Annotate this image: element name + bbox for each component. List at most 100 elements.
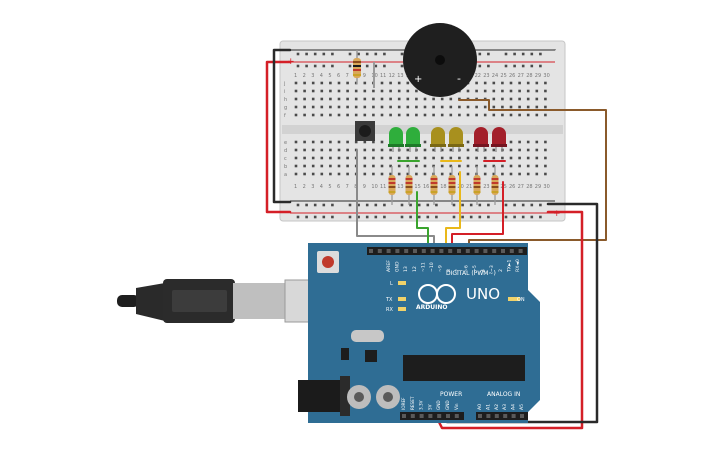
wire-black-left-rail [272,48,292,204]
bb-column-number: 23 [483,73,489,79]
bb-row-letter: e [284,140,287,146]
bb-column-number: 29 [535,184,541,190]
led-group [388,127,507,152]
bb-column-number: 13 [397,73,403,79]
on-led-label: ON [517,297,525,303]
bb-column-number: 15 [414,184,420,190]
bb-column-number: 30 [543,184,549,190]
digital-pin-label: ~6 [463,265,469,272]
power-pin-label: 3.3V [419,400,424,410]
bb-column-number: 5 [328,184,331,190]
rx-led-label: RX [386,307,393,313]
digital-pin-label: 8 [446,269,452,272]
analog-pin-label: A4 [511,404,517,410]
bb-column-number: 4 [320,73,323,79]
digital-pin-label: ~3 [489,265,495,272]
bb-column-number: 23 [483,184,489,190]
digital-pin-label: 13 [403,266,409,272]
bb-column-number: 28 [526,184,532,190]
power-label: POWER [440,391,462,398]
digital-pin-label: ~10 [429,262,435,272]
digital-pin-label: ~11 [420,262,426,272]
bb-column-number: 9 [363,73,366,79]
wire-yellow-led [445,171,461,249]
bb-column-number: 6 [337,73,340,79]
analog-label: ANALOG IN [487,391,520,398]
led-green [388,127,404,152]
digital-pin-label: TX►1 [506,260,512,273]
bb-column-number: 10 [371,184,377,190]
resistor [405,166,413,205]
analog-pin-label: A5 [519,404,525,410]
bb-row-letter: c [284,156,287,162]
bb-column-number: 2 [303,184,306,190]
digital-pin-label: GND [395,261,401,272]
buzzer-plus-label: + [414,74,422,85]
digital-pin-label: ~5 [472,265,478,272]
bb-column-number: 26 [509,73,515,79]
bb-column-number: 1 [294,184,297,190]
bb-row-letter: g [284,105,287,111]
bb-column-number: 25 [500,73,506,79]
digital-pin-label: 4 [481,269,487,272]
wire-green-led [416,191,429,249]
digital-pin-label: 7 [455,269,461,272]
analog-pin-label: A2 [494,404,500,410]
bb-row-letter: a [284,172,287,178]
resistor [473,166,481,205]
led-red [473,127,489,152]
bb-column-number: 7 [346,184,349,190]
resistor [388,166,396,205]
bb-column-number: 27 [518,73,524,79]
push-button [355,121,375,141]
bb-column-number: 8 [354,184,357,190]
bb-row-letter: i [284,89,285,95]
analog-pin-label: A0 [477,404,483,410]
l-led-label: L [390,281,393,287]
wire-red-5v [435,210,584,430]
resistor-rail [353,50,361,84]
wire-red-left-rail [265,60,292,214]
bb-column-number: 13 [397,184,403,190]
wire-brown-buzzer [458,99,607,249]
rail-plus-label-right: + [553,209,561,219]
digital-pin-label: 2 [498,269,504,272]
bb-column-number: 9 [363,184,366,190]
bb-row-letter: h [284,97,287,103]
bb-column-number: 6 [337,184,340,190]
power-pin-label: GND [436,400,441,410]
wires [265,48,607,430]
bb-column-number: 27 [518,184,524,190]
bb-column-number: 12 [389,73,395,79]
bb-column-number: 18 [440,184,446,190]
bb-column-number: 11 [380,73,386,79]
wire-red-led [451,181,504,249]
analog-pin-label: A1 [485,404,491,410]
digital-pin-label: 12 [412,266,418,272]
arduino-brand: ARDUINO [416,304,447,311]
bb-column-number: 30 [543,73,549,79]
bb-column-number: 24 [492,73,498,79]
power-pin-label: GND [445,400,450,410]
bb-column-number: 4 [320,184,323,190]
digital-pin-label: ~9 [438,265,444,272]
power-pin-label: 5V [427,404,432,410]
resistor [430,166,438,205]
bb-column-number: 21 [466,184,472,190]
bb-column-number: 1 [294,73,297,79]
arduino-board [298,243,540,423]
buzzer-minus-label: - [457,72,461,85]
power-pin-label: Vin [454,403,459,410]
bb-column-number: 3 [311,184,314,190]
led-yellow [430,127,446,152]
wire-gray-button [356,149,435,249]
arduino-model: UNO [466,285,500,303]
bb-row-letter: j [283,81,285,87]
bb-row-letter: b [284,164,287,170]
led-red [491,127,507,152]
tx-led-label: TX [385,297,393,303]
digital-pin-label: RX◄0 [515,259,521,272]
